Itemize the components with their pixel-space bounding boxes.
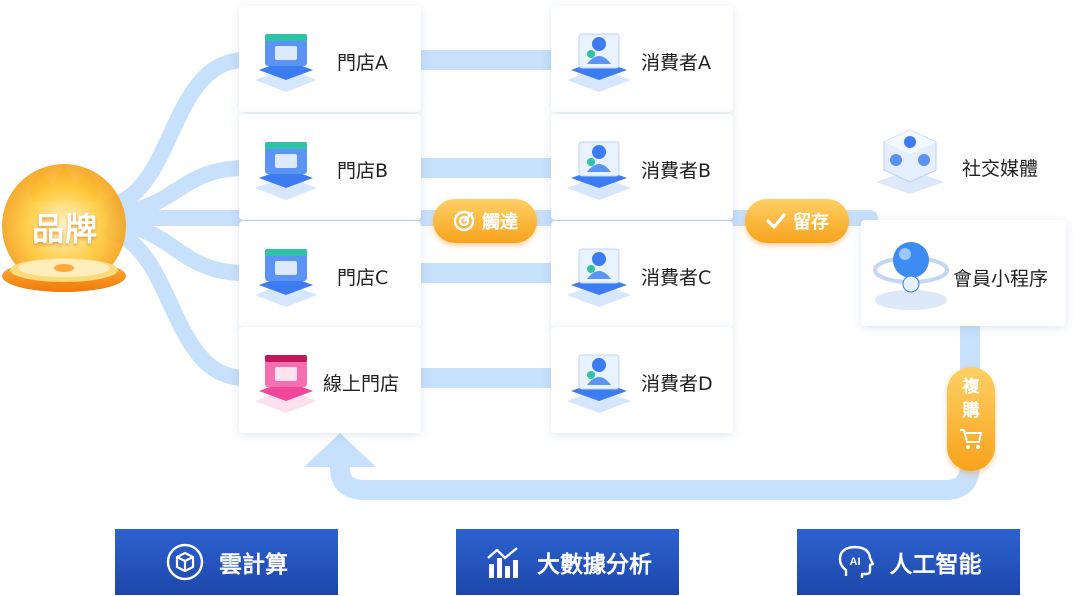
store-card-a[interactable]: 門店A: [239, 6, 421, 112]
member-miniapp-label: 會員小程序: [953, 268, 1049, 290]
consumer-icon: [567, 248, 631, 307]
social-media-label: 社交媒體: [962, 158, 1039, 180]
brand-to-store-b-line: [108, 160, 253, 220]
brand-to-online-store-line: [104, 224, 253, 386]
consumer-card-c[interactable]: 消費者C: [551, 221, 733, 327]
repurchase-return-line: [330, 298, 980, 500]
cart-icon: [960, 429, 982, 449]
target-icon: [453, 210, 475, 232]
consumer-label: 消費者C: [641, 267, 712, 289]
big-data-button[interactable]: 大數據分析: [456, 529, 679, 595]
consumer-card-a[interactable]: 消費者A: [551, 6, 733, 112]
big-data-label: 大數據分析: [537, 552, 652, 578]
store-icon: [255, 142, 317, 200]
store-label: 門店B: [337, 160, 389, 182]
ai-label: 人工智能: [889, 552, 982, 578]
store-label: 門店A: [337, 52, 388, 74]
repurchase-char: 購: [962, 401, 980, 421]
member-miniapp-icon: [873, 242, 949, 310]
consumer-icon: [567, 141, 631, 200]
consumer-label: 消費者A: [641, 52, 711, 74]
brand-to-store-c-line: [108, 216, 253, 281]
social-media-icon: [876, 129, 944, 194]
big-data-chart-icon: [487, 547, 518, 578]
svg-text:AI: AI: [849, 556, 860, 568]
return-arrow-head: [304, 433, 376, 467]
consumer-label: 消費者D: [641, 373, 713, 395]
member-miniapp-card[interactable]: 會員小程序: [861, 220, 1066, 326]
consumer-label: 消費者B: [641, 160, 712, 182]
store-card-b[interactable]: 門店B: [239, 114, 421, 220]
store-card-online[interactable]: 線上門店: [239, 327, 421, 433]
reach-stage-pill: 觸達: [433, 199, 537, 243]
store-card-c[interactable]: 門店C: [239, 221, 421, 327]
store-label: 門店C: [337, 267, 389, 289]
consumer-card-d[interactable]: 消費者D: [551, 327, 733, 433]
store-icon: [255, 249, 317, 307]
ai-button[interactable]: AI 人工智能: [797, 529, 1020, 595]
online-store-icon: [255, 355, 317, 413]
cloud-computing-icon: [166, 543, 204, 581]
ai-head-icon: AI: [838, 545, 874, 578]
consumer-icon: [567, 33, 631, 92]
consumer-icon: [567, 354, 631, 413]
crown-icon: [2, 164, 126, 292]
store-icon: [255, 34, 317, 92]
social-media-node[interactable]: 社交媒體: [872, 120, 1072, 210]
consumer-card-b[interactable]: 消費者B: [551, 114, 733, 220]
retain-label: 留存: [793, 212, 829, 233]
cloud-computing-button[interactable]: 雲計算: [115, 529, 338, 595]
brand-to-store-a-line: [104, 52, 253, 213]
retain-stage-pill: 留存: [745, 199, 849, 243]
cloud-computing-label: 雲計算: [219, 552, 288, 578]
brand-label: 品牌: [31, 210, 98, 248]
store-label: 線上門店: [323, 373, 400, 395]
repurchase-stage-pill: 複 購: [947, 367, 995, 471]
reach-label: 觸達: [482, 212, 518, 233]
check-icon: [766, 213, 786, 229]
repurchase-char: 複: [962, 377, 980, 397]
